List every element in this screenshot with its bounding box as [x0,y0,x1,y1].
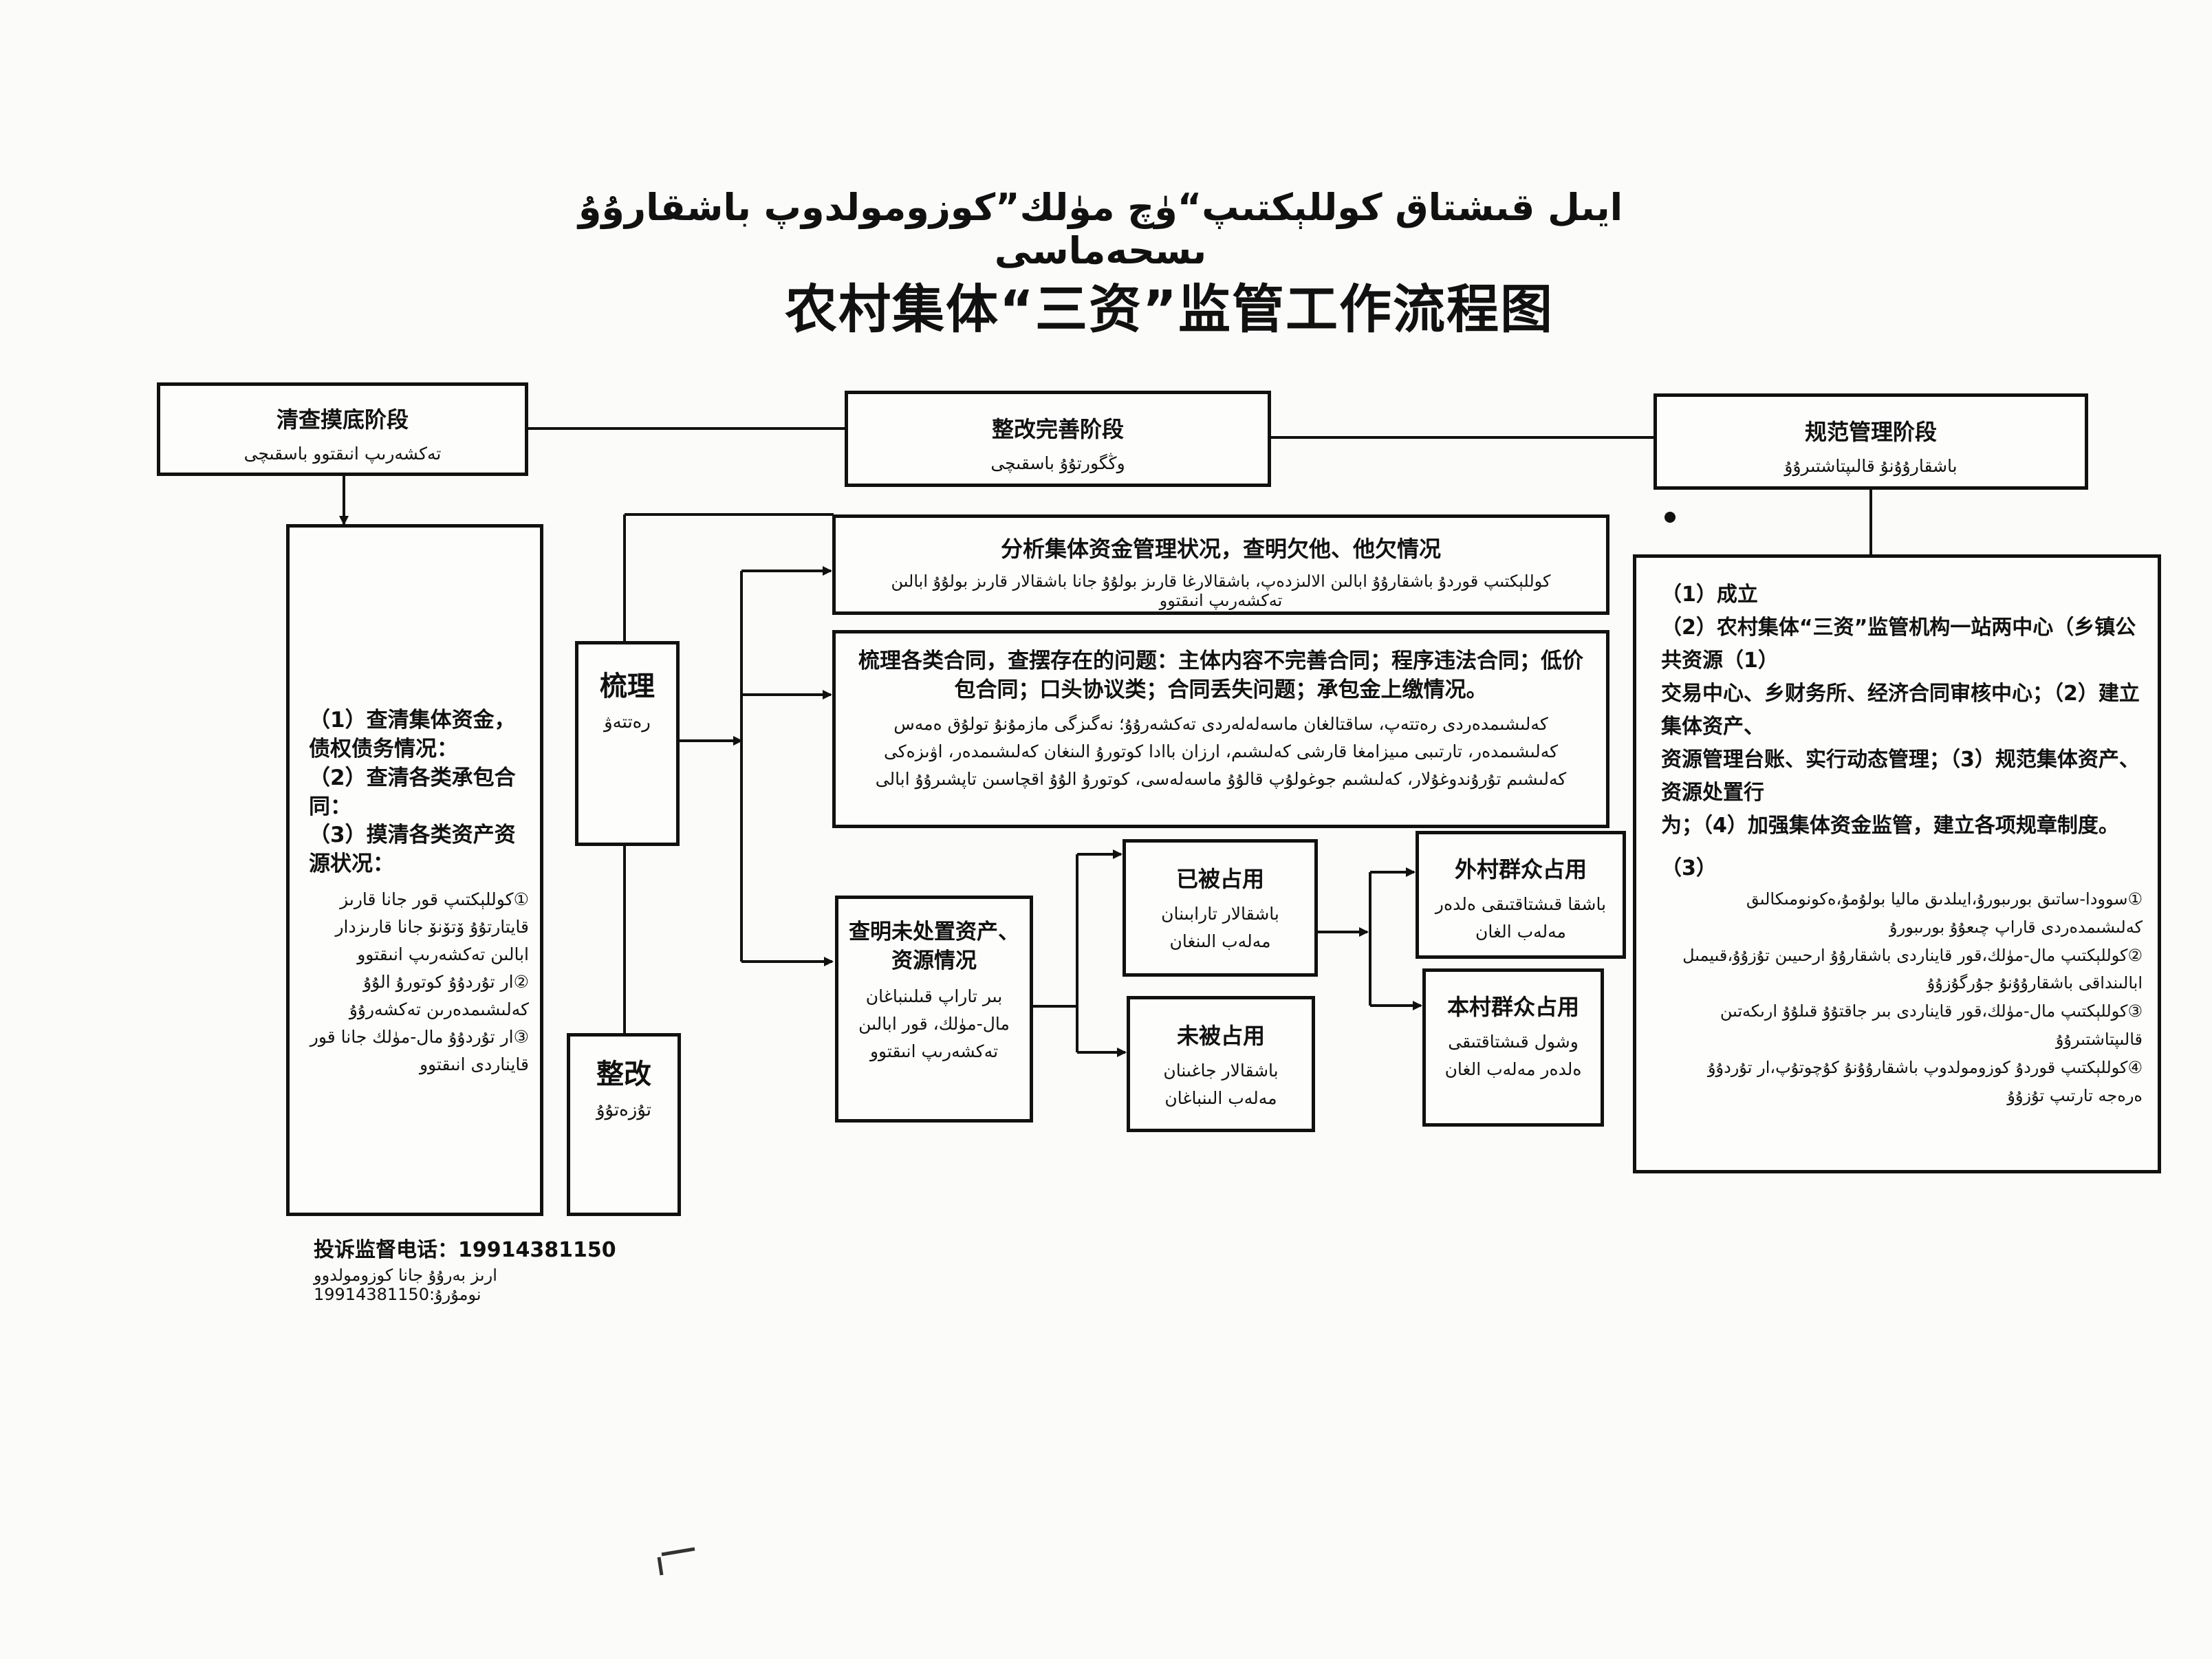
contracts-ug: كەلىشىمدەردى رەتتەپ، ساقتالغان ماسەلەلەر… [875,713,1567,789]
title-chinese: 农村集体“三资”监管工作流程图 [785,279,1554,340]
occupied-zh: 已被占用 [1175,866,1264,892]
local-villagers-zh: 本村群众占用 [1446,994,1579,1020]
local-villagers-ug: وشول قىشتاقتىقى ەلدەر مەلەب الغان [1444,1032,1582,1079]
survey-item-3: （3）摸清各类资产资源状况： [309,823,516,877]
scan-dot-mark [1665,512,1676,523]
standardize-zh-line-5: 为；（4）加强集体资金监管，建立各项规章制度。 [1661,814,2119,838]
stage-survey-subtitle: تەكشەرىپ انىقتوو باسقىچى [243,444,442,464]
unused-assets-box: 查明未处置资产、资源情况 بىر تاراپ قىلىنباغان مال-مۈ… [835,896,1033,1123]
stage-standardize-subtitle: باشقارۇۇنۇ قالىپتاشتىرۇۇ [1784,456,1958,476]
survey-ug-item-1: ①كوللېكتىپ قور جانا قارىز قايتارتۇۇ ۆتۆن… [335,889,529,965]
sort-label-box: 梳理 رەتتەۋ [575,641,680,846]
analysis-ug: كوللېكتىپ قوردۇ باشقارۇۇ ابالىن الالىزدە… [891,572,1551,610]
analysis-zh: 分析集体资金管理状况，查明欠他、他欠情况 [1000,536,1441,562]
complaint-phone-zh: 投诉监督电话：19914381150 [314,1238,616,1262]
not-occupied-zh: 未被占用 [1176,1023,1265,1049]
unused-assets-ug: بىر تاراپ قىلىنباغان مال-مۈلك، قور ابالى… [858,986,1010,1061]
scan-smudge-mark [657,1547,695,1576]
standardize-ug-item-1: ①سوودا-ساتىق بورىبورۇ،ايىلدىق ماليا بولۇ… [1746,889,2143,937]
standardize-detail-box: （1）成立 （2）农村集体“三资”监管机构一站两中心（乡镇公共资源（1） 交易中… [1633,554,2161,1173]
outside-villagers-ug: باشقا قىشتاقتىقى ەلدەر مەلەب الغان [1435,894,1607,942]
rectify-label-box: 整改 تۇزەتۇۇ [567,1033,681,1216]
survey-detail-box: （1）查清集体资金，债权债务情况： （2）查清各类承包合同： （3）摸清各类资产… [286,524,543,1216]
survey-item-1: （1）查清集体资金，债权债务情况： [309,708,516,761]
standardize-num-3: （3） [1661,856,1717,880]
stage-rectify-subtitle: وڭگورتۇۇ باسقىچى [990,453,1125,473]
sort-label-zh: 梳理 [600,671,655,702]
unused-assets-zh: 查明未处置资产、资源情况 [849,920,1019,973]
stage-survey-title: 清查摸底阶段 [276,406,409,433]
stage-box-survey: 清查摸底阶段 تەكشەرىپ انىقتوو باسقىچى [157,382,528,476]
occupied-ug: باشقالار تارابىنان مەلەب الىنغان [1161,904,1279,951]
complaint-phone-ug: ارىز بەرۇۇ جانا كوزومولدوو نومۇرۇ:199143… [314,1266,497,1304]
title-uyghur: ايىل قىشتاق كوللېكتىپ“ۈچ مۈلك”كوزومولدوپ… [578,186,1623,272]
standardize-zh-line-2: （2）农村集体“三资”监管机构一站两中心（乡镇公共资源（1） [1661,616,2136,673]
contracts-box: 梳理各类合同，查摆存在的问题：主体内容不完善合同；程序违法合同；低价包合同；口头… [832,630,1609,828]
stage-rectify-title: 整改完善阶段 [991,416,1124,442]
stage-box-rectify: 整改完善阶段 وڭگورتۇۇ باسقىچى [845,391,1271,487]
standardize-zh-line-3: 交易中心、乡财务所、经济合同审核中心；（2）建立集体资产、 [1661,682,2140,739]
standardize-ug-item-3: ③كوللېكتىپ مال-مۈلك،قور قايناردى بىر جاق… [1720,1001,2143,1049]
rectify-label-ug: تۇزەتۇۇ [596,1100,652,1120]
stage-standardize-title: 规范管理阶段 [1804,419,1937,445]
occupied-box: 已被占用 باشقالار تارابىنان مەلەب الىنغان [1123,839,1318,977]
survey-item-2: （2）查清各类承包合同： [309,765,516,819]
standardize-zh-line-4: 资源管理台账、实行动态管理；（3）规范集体资产、资源处置行 [1661,748,2140,805]
not-occupied-ug: باشقالار جاغىنان مەلەب الىنباغان [1163,1061,1279,1108]
not-occupied-box: 未被占用 باشقالار جاغىنان مەلەب الىنباغان [1127,996,1315,1132]
standardize-ug-item-4: ④كوللېكتىپ قوردۇ كوزومولدوپ باشقارۇۇنۇ ك… [1707,1057,2143,1105]
analysis-box: 分析集体资金管理状况，查明欠他、他欠情况 كوللېكتىپ قوردۇ باش… [832,514,1609,615]
stage-box-standardize: 规范管理阶段 باشقارۇۇنۇ قالىپتاشتىرۇۇ [1653,393,2088,490]
local-villagers-box: 本村群众占用 وشول قىشتاقتىقى ەلدەر مەلەب الغان [1422,968,1604,1127]
standardize-zh: （1）成立 （2）农村集体“三资”监管机构一站两中心（乡镇公共资源（1） 交易中… [1661,578,2143,843]
sort-label-ug: رەتتەۋ [604,712,651,733]
standardize-ug-item-2: ②كوللېكتىپ مال-مۈلك،قور قايناردى باشقارۇ… [1682,945,2143,993]
outside-villagers-box: 外村群众占用 باشقا قىشتاقتىقى ەلدەر مەلەب الغا… [1416,831,1626,959]
outside-villagers-zh: 外村群众占用 [1454,856,1587,882]
standardize-zh-line-1: （1）成立 [1661,583,1758,607]
survey-ug-item-3: ③ار تۇردۇۇ مال-مۈلك جانا قور قايناردى ان… [310,1027,529,1075]
contracts-zh: 梳理各类合同，查摆存在的问题：主体内容不完善合同；程序违法合同；低价包合同；口头… [858,649,1583,702]
rectify-label-zh: 整改 [596,1059,651,1090]
survey-ug-item-2: ②ار تۇردۇۇ كوتورۇ الۇۇ كەلىشىمدەرىن تەكش… [349,972,529,1020]
